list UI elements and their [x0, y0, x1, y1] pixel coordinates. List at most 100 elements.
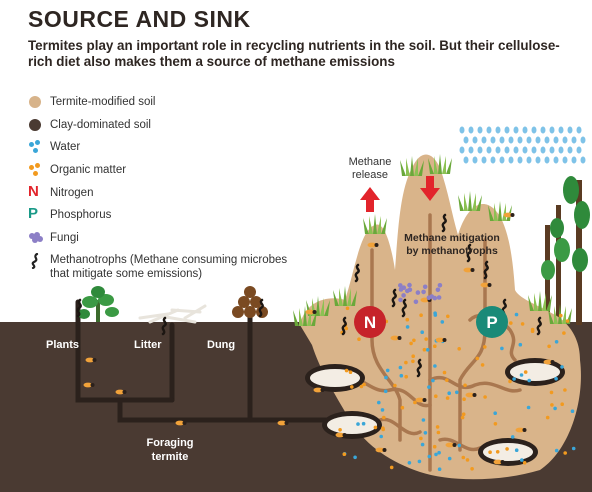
soil-particle — [545, 415, 550, 420]
soil-particle — [399, 373, 404, 378]
water-drop-icon — [472, 136, 478, 144]
soil-particle — [457, 347, 462, 351]
soil-particle — [509, 321, 513, 325]
soil-particle — [389, 465, 394, 470]
methanotroph-squiggle — [161, 316, 167, 336]
water-drop-icon — [486, 126, 492, 134]
soil-particle — [424, 337, 429, 341]
water-drop-icon — [553, 136, 559, 144]
grass-blade — [546, 295, 552, 311]
grass-blade — [333, 290, 339, 306]
legend-label: Phosphorus — [50, 209, 112, 221]
soil-particle — [483, 345, 487, 349]
soil-particle — [447, 456, 452, 461]
soil-particle — [382, 415, 386, 420]
soil-particle — [407, 461, 412, 465]
soil-particle — [417, 459, 422, 464]
soil-particle — [560, 365, 564, 369]
soil-particle — [348, 370, 353, 375]
termite-head — [442, 338, 447, 342]
fungi-icon — [28, 231, 44, 245]
label-methane-mitigation-line2: by methanotrophs — [406, 245, 498, 257]
grass-blade — [468, 191, 472, 211]
water-drop-icon — [522, 126, 528, 134]
termite-head — [122, 390, 127, 394]
legend-item-clay-soil: Clay-dominated soil — [28, 118, 300, 132]
methanotroph-squiggle — [536, 316, 542, 336]
grass-blade — [363, 218, 369, 234]
grass-blade — [406, 158, 410, 176]
fungus-dot — [415, 290, 421, 295]
soil-particle — [419, 436, 423, 441]
soil-particle — [470, 467, 474, 471]
soil-particle — [523, 370, 528, 374]
water-drop-icon — [463, 156, 469, 164]
dung-icon — [232, 286, 268, 318]
soil-particle — [431, 378, 435, 383]
water-drop-icon — [540, 126, 546, 134]
water-drop-icon — [468, 126, 474, 134]
grass-blade — [369, 216, 373, 234]
label-methane-release-line2: release — [352, 169, 388, 181]
soil-particle — [520, 458, 524, 462]
soil-particle — [554, 340, 559, 344]
soil-particle — [519, 373, 524, 377]
water-drop-icon — [459, 146, 465, 154]
nitrogen-symbol: N — [364, 313, 376, 332]
water-drop-icon — [517, 136, 523, 144]
grass-blade — [542, 293, 546, 311]
soil-particle — [445, 396, 450, 400]
soil-particle — [475, 356, 480, 361]
grass-blade — [464, 193, 468, 211]
water-drop-icon — [553, 156, 559, 164]
soil-particle — [381, 426, 385, 431]
soil-particle — [500, 346, 504, 351]
soil-particle — [559, 313, 563, 318]
soil-particle — [550, 403, 554, 407]
water-drop-icon — [544, 156, 550, 164]
water-drop-icon — [468, 146, 474, 154]
legend-item-methanotrophs: Methanotrophs (Methane consuming microbe… — [28, 252, 300, 281]
grass-blade — [476, 195, 482, 211]
fungus-chamber-icon — [305, 358, 565, 466]
soil-particle — [409, 341, 413, 346]
soil-particle — [461, 412, 466, 417]
termite-head — [320, 388, 325, 392]
termite-body — [543, 359, 553, 365]
soil-particle — [350, 385, 354, 389]
water-drop-icon — [544, 136, 550, 144]
fungus-dot — [426, 295, 432, 301]
soil-particle — [455, 390, 459, 395]
termite-body — [445, 442, 455, 448]
soil-particle — [384, 375, 388, 380]
grass-blade — [373, 214, 377, 234]
grass-blade — [293, 310, 299, 326]
termite-body — [277, 420, 287, 426]
fungus-dot — [413, 299, 419, 305]
soil-particle — [488, 450, 492, 455]
soil-particle — [345, 306, 350, 311]
soil-particle — [411, 359, 415, 364]
grass-blade — [528, 295, 534, 311]
litter-icon — [138, 304, 207, 324]
grass-blade — [303, 306, 307, 326]
methanotroph-squiggle — [401, 298, 407, 318]
legend-label: Organic matter — [50, 164, 127, 176]
soil-particle — [570, 409, 575, 414]
methane-release-arrow-icon — [360, 187, 380, 212]
grass-blade — [428, 158, 434, 174]
soil-particle — [344, 368, 349, 373]
termite-body — [85, 357, 95, 363]
grass-blade — [414, 158, 418, 176]
legend-label: Methanotrophs (Methane consuming microbe… — [50, 254, 288, 280]
water-drop-icon — [576, 146, 582, 154]
legend-label: Water — [50, 141, 81, 153]
grass-blade — [320, 298, 324, 316]
water-drop-icon — [522, 146, 528, 154]
grass-blade — [498, 201, 502, 221]
soil-particle — [405, 325, 410, 329]
termite-head — [522, 428, 527, 432]
soil-particle — [422, 347, 427, 352]
soil-particle — [435, 425, 440, 429]
water-drop-icon — [499, 156, 505, 164]
